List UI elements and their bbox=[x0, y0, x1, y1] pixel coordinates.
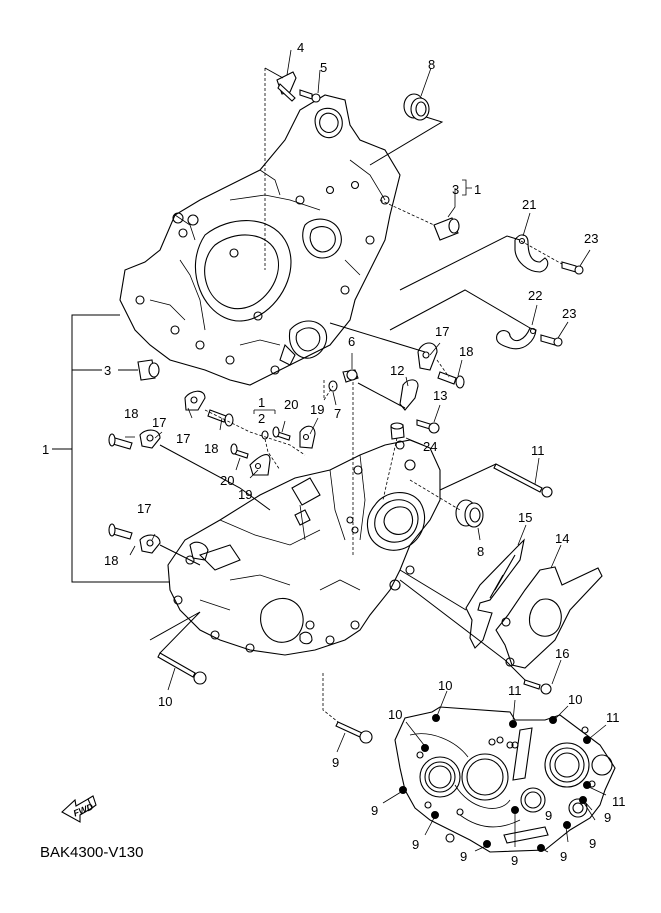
callout-19[interactable]: 19 bbox=[310, 402, 324, 417]
callout-20[interactable]: 20 bbox=[220, 473, 234, 488]
callout-11[interactable]: 11 bbox=[508, 683, 522, 698]
fwd-arrow-icon: FWD bbox=[61, 795, 97, 823]
callout-1[interactable]: 1 bbox=[258, 395, 265, 410]
crankcase-right-half bbox=[119, 94, 401, 386]
callout-5[interactable]: 5 bbox=[320, 60, 327, 75]
diagram-code: BAK4300-V130 bbox=[40, 844, 144, 861]
callout-20[interactable]: 20 bbox=[284, 397, 298, 412]
callout-9[interactable]: 9 bbox=[589, 836, 596, 851]
callout-11[interactable]: 11 bbox=[612, 794, 626, 809]
callout-8[interactable]: 8 bbox=[477, 544, 484, 559]
callout-21[interactable]: 21 bbox=[522, 197, 536, 212]
callout-23[interactable]: 23 bbox=[584, 231, 598, 246]
callout-17[interactable]: 17 bbox=[137, 501, 151, 516]
callout-9[interactable]: 9 bbox=[371, 803, 378, 818]
callout-17[interactable]: 17 bbox=[435, 324, 449, 339]
callout-9[interactable]: 9 bbox=[560, 849, 567, 864]
callout-22[interactable]: 22 bbox=[528, 288, 542, 303]
callout-2[interactable]: 2 bbox=[258, 411, 265, 426]
callout-11[interactable]: 11 bbox=[606, 710, 620, 725]
callout-10[interactable]: 10 bbox=[158, 694, 172, 709]
small-parts bbox=[108, 71, 603, 744]
callout-labels: 4 5 8 3 1 21 23 22 23 3 1 17 18 6 12 13 … bbox=[42, 40, 626, 868]
callout-10[interactable]: 10 bbox=[438, 678, 452, 693]
callout-9[interactable]: 9 bbox=[460, 849, 467, 864]
callout-9[interactable]: 9 bbox=[604, 810, 611, 825]
callout-10[interactable]: 10 bbox=[388, 707, 402, 722]
callout-6[interactable]: 6 bbox=[348, 334, 355, 349]
callout-9[interactable]: 9 bbox=[332, 755, 339, 770]
callout-12[interactable]: 12 bbox=[390, 363, 404, 378]
callout-24[interactable]: 24 bbox=[423, 439, 437, 454]
leader-lines bbox=[52, 49, 607, 853]
callout-14[interactable]: 14 bbox=[555, 531, 569, 546]
crankcase-left-half bbox=[167, 439, 441, 656]
callout-9[interactable]: 9 bbox=[412, 837, 419, 852]
callout-3[interactable]: 3 bbox=[104, 363, 111, 378]
callout-8[interactable]: 8 bbox=[428, 57, 435, 72]
callout-3[interactable]: 3 bbox=[452, 182, 459, 197]
callout-4[interactable]: 4 bbox=[297, 40, 304, 55]
callout-11[interactable]: 11 bbox=[531, 443, 545, 458]
callout-18[interactable]: 18 bbox=[204, 441, 218, 456]
callout-1[interactable]: 1 bbox=[42, 442, 49, 457]
callout-9[interactable]: 9 bbox=[511, 853, 518, 868]
crankcase-bolt-pattern-view bbox=[394, 706, 616, 853]
callout-18[interactable]: 18 bbox=[459, 344, 473, 359]
callout-10[interactable]: 10 bbox=[568, 692, 582, 707]
callout-17[interactable]: 17 bbox=[152, 415, 166, 430]
callout-1[interactable]: 1 bbox=[474, 182, 481, 197]
callout-19[interactable]: 19 bbox=[238, 487, 252, 502]
callout-7[interactable]: 7 bbox=[334, 406, 341, 421]
callout-23[interactable]: 23 bbox=[562, 306, 576, 321]
callout-13[interactable]: 13 bbox=[433, 388, 447, 403]
callout-15[interactable]: 15 bbox=[518, 510, 532, 525]
callout-17[interactable]: 17 bbox=[176, 431, 190, 446]
callout-16[interactable]: 16 bbox=[555, 646, 569, 661]
callout-18[interactable]: 18 bbox=[104, 553, 118, 568]
callout-18[interactable]: 18 bbox=[124, 406, 138, 421]
callout-9[interactable]: 9 bbox=[545, 808, 552, 823]
